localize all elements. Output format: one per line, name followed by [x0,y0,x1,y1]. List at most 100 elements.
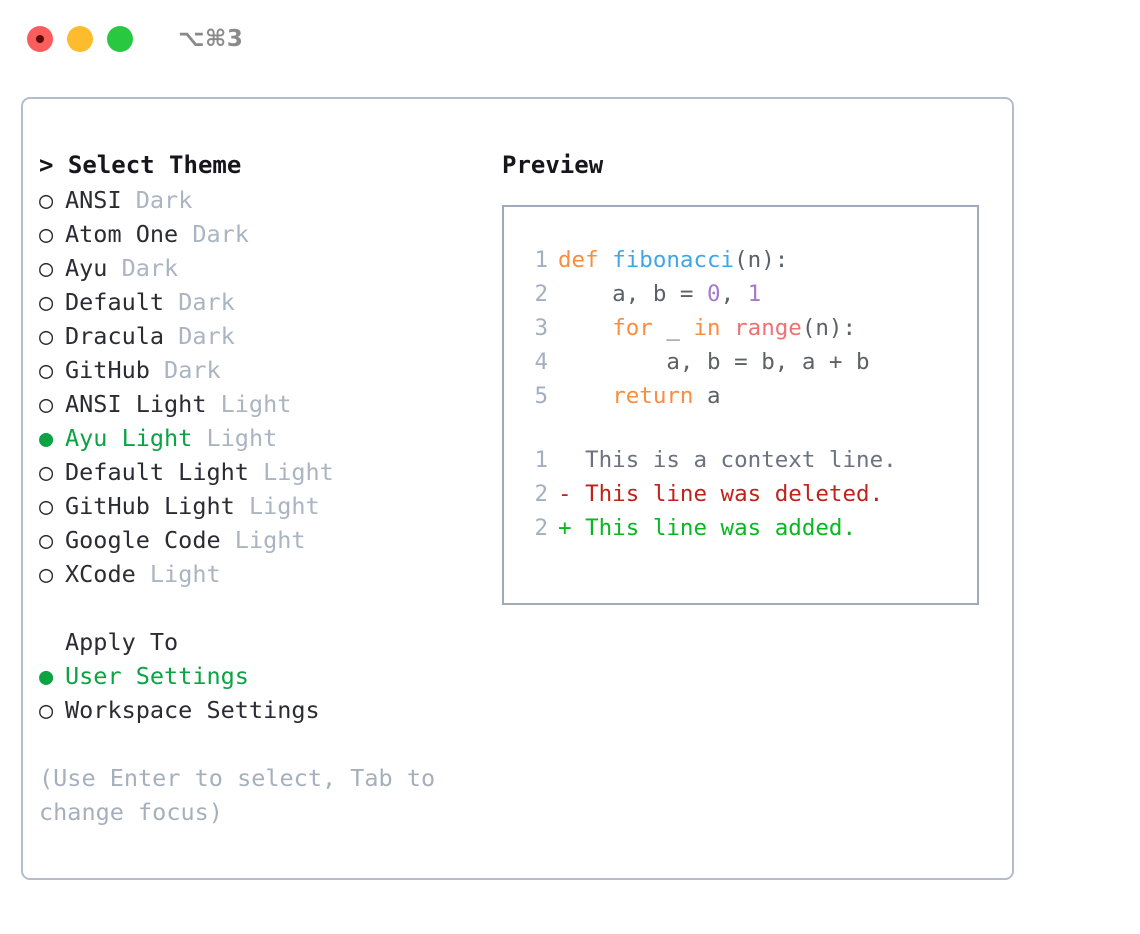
theme-option-label: XCode [65,560,136,588]
theme-variant-tag: Dark [164,356,221,384]
radio-unselected-icon: ○ [39,526,54,554]
theme-option-github-light[interactable]: ○GitHub Light Light [39,489,469,523]
code-token: def [558,247,599,273]
theme-variant-tag: Dark [178,322,235,350]
keyboard-hint-text: (Use Enter to select, Tab to change focu… [39,761,449,829]
code-line: 3 for _ in range(n): [518,311,977,345]
apply-to-list[interactable]: ●User Settings ○ Workspace Settings [39,659,469,727]
diff-sample: 1 This is a context line. 2- This line wa… [518,443,977,545]
radio-unselected-icon: ○ [39,492,54,520]
theme-picker-panel: > Select Theme ○ANSI Dark○Atom One Dark○… [21,97,1014,880]
theme-option-label: Dracula [65,322,165,350]
diff-line-number: 1 [534,447,548,473]
theme-option-ansi[interactable]: ○ANSI Dark [39,183,469,217]
code-line-number: 4 [534,349,548,375]
diff-line-number: 2 [534,515,548,541]
theme-variant-tag: Dark [121,254,179,282]
theme-option-ayu-light[interactable]: ●Ayu Light Light [39,421,469,455]
preview-spacer [518,413,977,443]
code-token: in [693,315,721,341]
diff-spacer [572,481,586,507]
apply-to-option-workspace-settings[interactable]: ○ Workspace Settings [39,693,469,727]
code-token: fibonacci [612,247,735,273]
theme-variant-tag: Dark [178,288,235,316]
radio-unselected-icon: ○ [39,560,54,588]
diff-text: This line was deleted. [585,481,884,507]
diff-line-number: 2 [534,481,548,507]
radio-unselected-icon: ○ [39,254,54,282]
preview-heading: Preview [502,151,604,179]
radio-unselected-icon: ○ [39,696,54,724]
diff-spacer [572,447,586,473]
diff-line-add: 2+ This line was added. [518,511,977,545]
diff-sign: + [558,515,572,541]
recording-indicator-icon [36,35,44,43]
code-line: 2 a, b = 0, 1 [518,277,977,311]
hint-line-2: change focus) [39,798,223,826]
apply-to-option-user-settings[interactable]: ●User Settings [39,659,469,693]
theme-option-atom-one[interactable]: ○ Atom One Dark [39,217,469,251]
theme-variant-tag: Light [149,560,221,588]
theme-option-xcode[interactable]: ○ XCode Light [39,557,469,591]
theme-option-label: Atom One [65,220,179,248]
theme-option-label: Default Light [65,458,249,486]
code-token: range [734,315,802,341]
code-token: a, b = b, a + b [558,349,870,375]
keyboard-shortcut-hint: ⌥⌘3 [178,26,244,52]
diff-spacer [572,515,586,541]
radio-unselected-icon: ○ [39,288,54,316]
code-token: a, b = [558,281,708,307]
diff-sign: - [558,481,572,507]
theme-option-dracula[interactable]: ○Dracula Dark [39,319,469,353]
theme-option-label: Ayu [65,254,108,282]
code-line-number: 2 [534,281,548,307]
theme-option-label: Default [65,288,165,316]
theme-option-ayu[interactable]: ○ Ayu Dark [39,251,469,285]
theme-list[interactable]: ○ANSI Dark ○ Atom One Dark ○ Ayu Dark ○ Defaul… [39,183,469,591]
theme-option-label: ANSI Light [65,390,207,418]
code-token: , [720,281,748,307]
minimize-window-button[interactable] [67,26,93,52]
select-theme-heading: > Select Theme [39,151,242,179]
radio-selected-icon: ● [39,424,54,452]
apply-to-heading: Apply To [65,628,179,656]
radio-unselected-icon: ○ [39,458,54,486]
close-window-button[interactable] [27,26,53,52]
theme-variant-tag: Dark [192,220,249,248]
code-line: 5 return a [518,379,977,413]
theme-option-default-light[interactable]: ○Default Light Light [39,455,469,489]
code-token: 0 [707,281,721,307]
theme-option-google-code[interactable]: ○Google Code Light [39,523,469,557]
maximize-window-button[interactable] [107,26,133,52]
code-token: _ [652,315,694,341]
code-token: a [693,383,721,409]
code-token [599,247,613,273]
radio-unselected-icon: ○ [39,356,54,384]
theme-option-github[interactable]: ○GitHub Dark [39,353,469,387]
theme-option-default[interactable]: ○ Default Dark [39,285,469,319]
theme-selection-column: > Select Theme ○ANSI Dark○Atom One Dark○… [39,147,469,829]
panel-body: > Select Theme ○ANSI Dark○Atom One Dark○… [23,99,1012,878]
code-line-number: 5 [534,383,548,409]
diff-text: This is a context line. [585,447,897,473]
diff-line-context: 1 This is a context line. [518,443,977,477]
theme-variant-tag: Light [248,492,320,520]
code-token: (n): [734,247,789,273]
radio-selected-icon: ● [39,662,54,690]
hint-line-1: (Use Enter to select, Tab to [39,764,436,792]
theme-variant-tag: Light [220,390,292,418]
code-token: return [612,383,694,409]
theme-variant-tag: Light [206,424,278,452]
code-token: for [612,315,653,341]
theme-option-label: Google Code [65,526,221,554]
apply-to-option-label: Workspace Settings [65,696,320,724]
window-titlebar: ⌥⌘3 [0,0,1140,78]
diff-sign [558,447,572,473]
apply-to-section: Apply To ●User Settings ○ Workspace Settin… [39,625,469,727]
radio-unselected-icon: ○ [39,220,54,248]
theme-option-ansi-light[interactable]: ○ANSI Light Light [39,387,469,421]
